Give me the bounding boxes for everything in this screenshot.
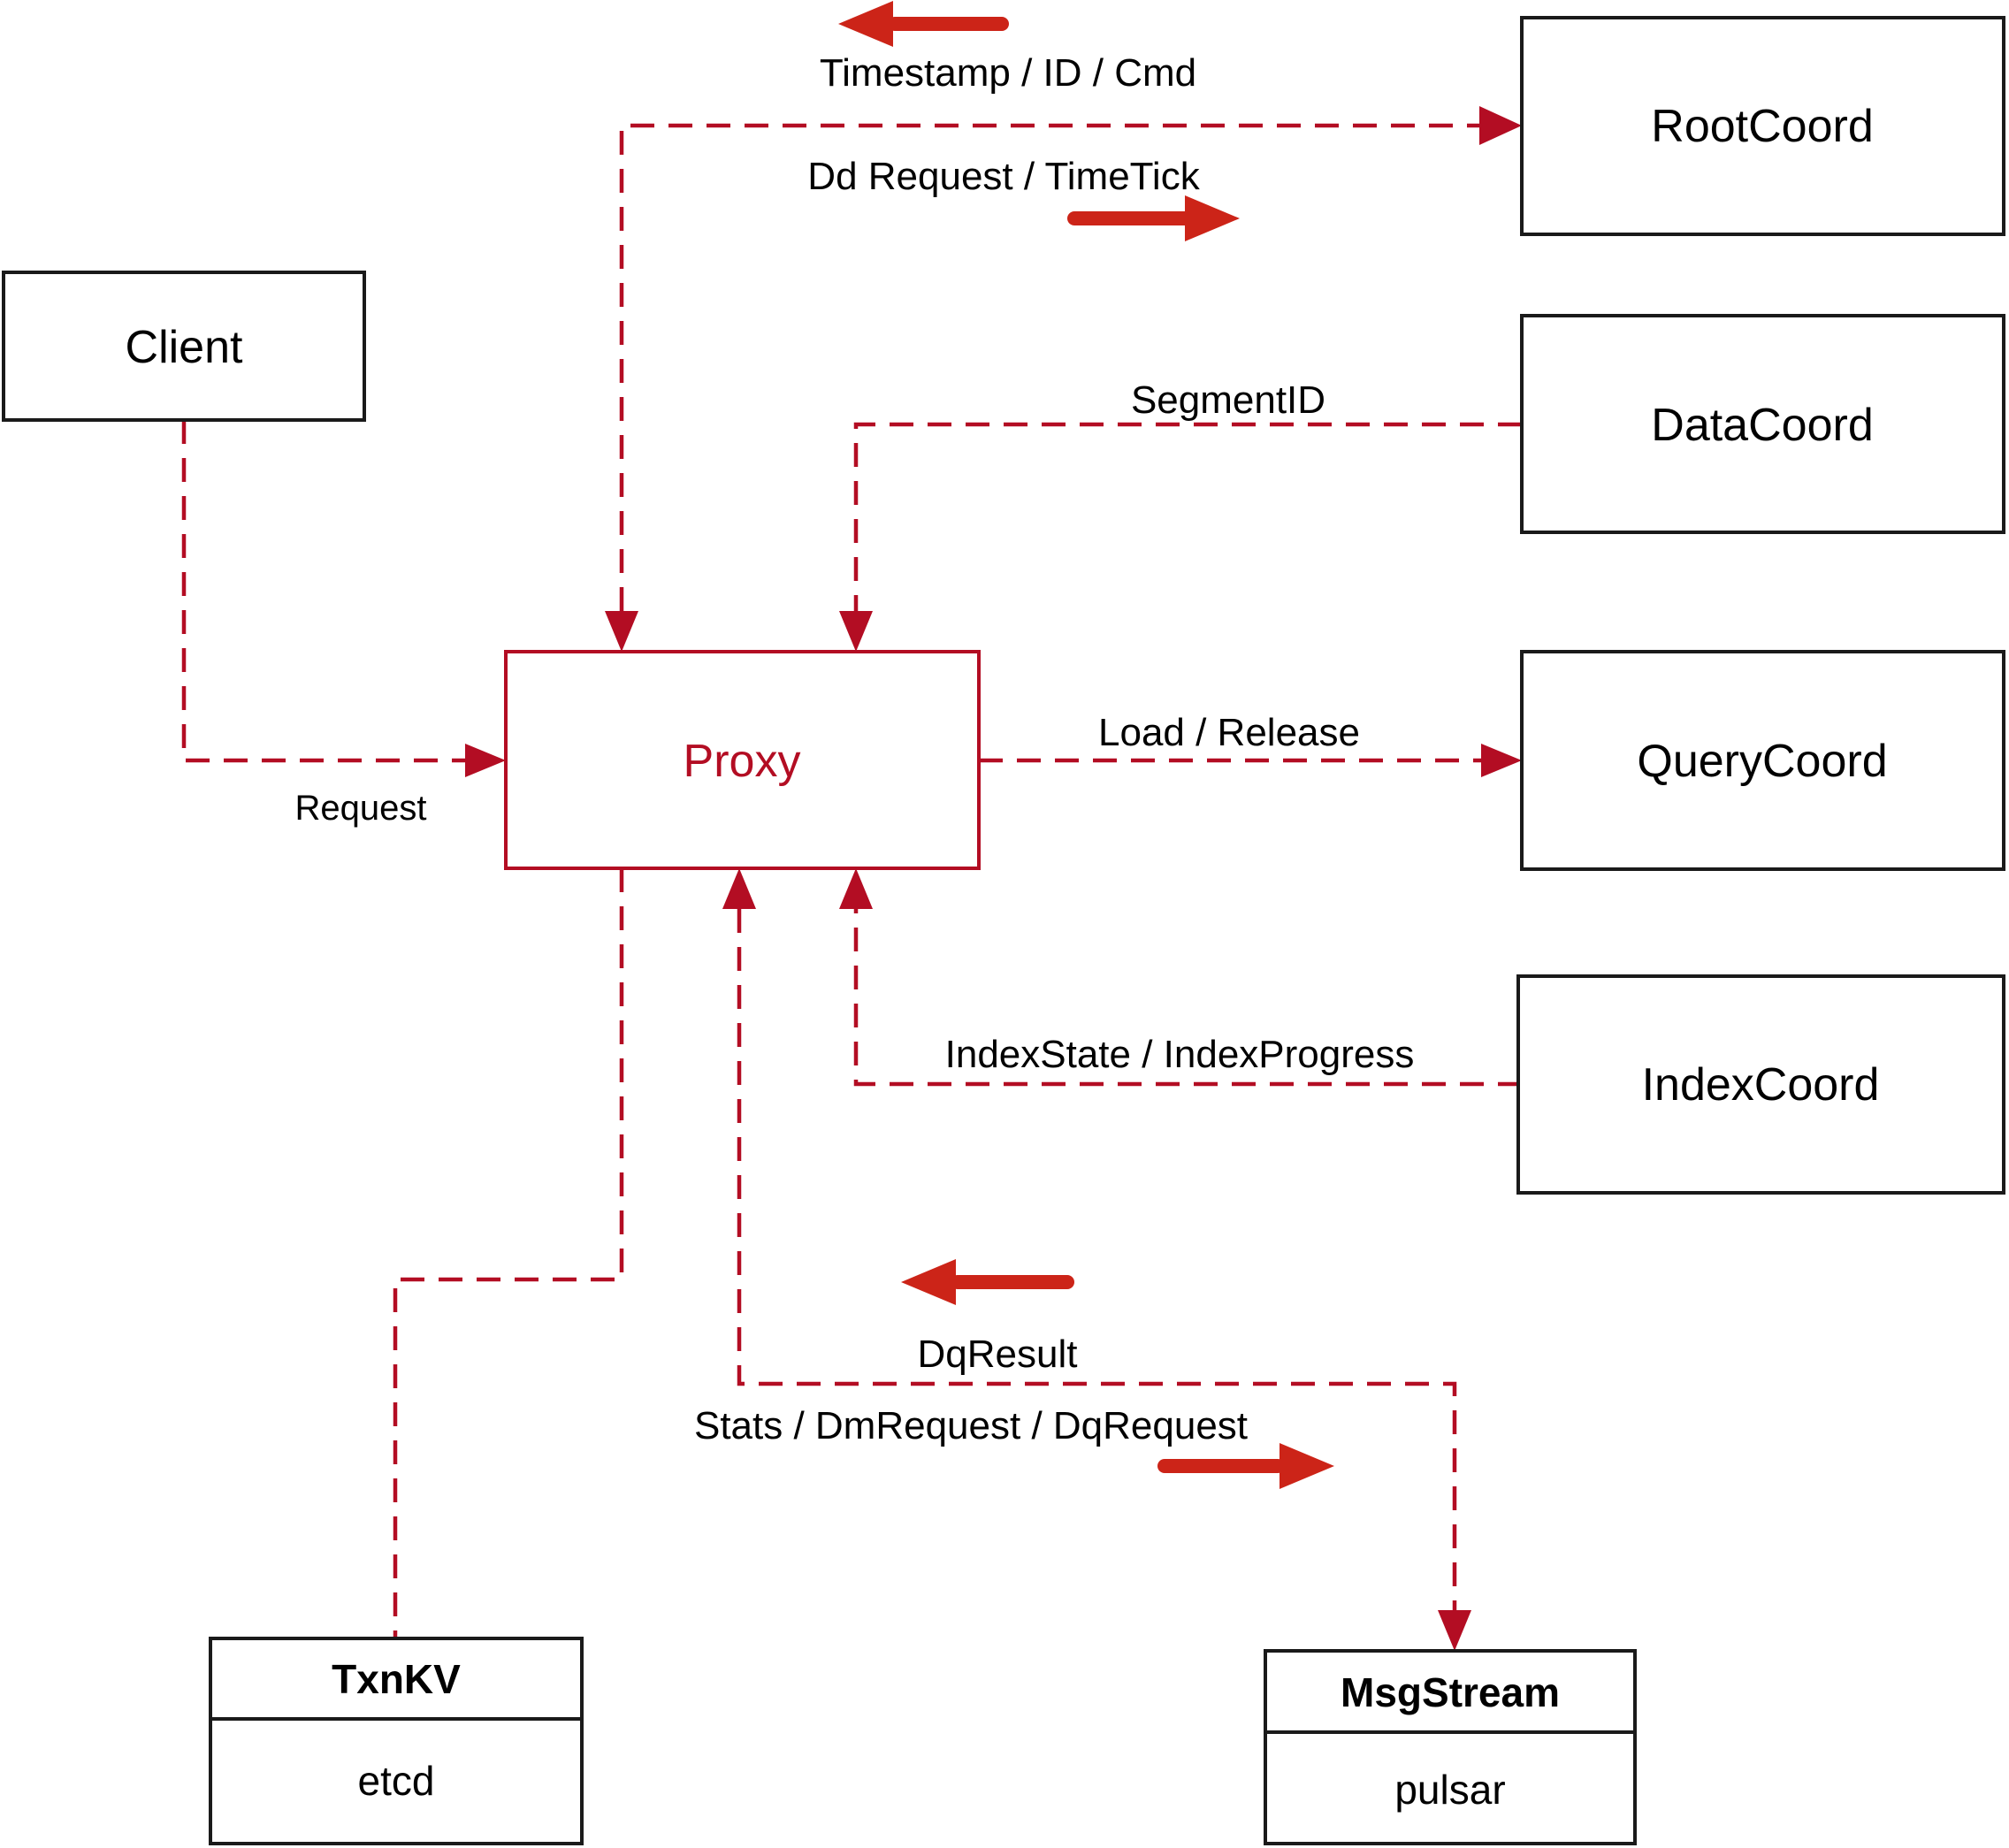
client-label: Client [126,322,243,373]
indexcoord-node [1516,974,2005,1195]
msgstream-title: MsgStream [1341,1669,1560,1715]
rootcoord-label: RootCoord [1651,101,1873,152]
arrowhead-into-proxy-bottom-right-icon [839,868,873,909]
edge-proxy-rootcoord [619,123,1481,611]
proxy-label: Proxy [684,736,801,787]
edge-proxy-msgstream [737,909,1457,1610]
msgstream-node: MsgStream pulsar [1264,1649,1637,1845]
edge-proxy-txnkv [393,868,624,1638]
label-stats-dmrequest-dqrequest: Stats / DmRequest / DqRequest [694,1404,1248,1447]
arrowhead-into-proxy-left-icon [465,744,506,777]
msgstream-subtitle: pulsar [1394,1767,1505,1813]
flow-arrow-stats-right-icon [1157,1443,1334,1489]
flow-arrow-ddrequest-right-icon [1067,195,1240,241]
msgstream-box [1264,1649,1637,1845]
label-dqresult: DqResult [918,1333,1078,1376]
arrowhead-into-querycoord-icon [1481,744,1522,777]
arrowhead-into-proxy-top-right-icon [839,611,873,652]
txnkv-subtitle: etcd [358,1758,435,1804]
datacoord-node [1520,314,2005,534]
indexcoord-label: IndexCoord [1642,1059,1880,1111]
datacoord-label: DataCoord [1651,400,1873,451]
label-indexstate-indexprogress: IndexState / IndexProgress [945,1033,1415,1076]
arrowhead-into-proxy-bottom-left-icon [722,868,756,909]
arrowhead-into-proxy-top-left-icon [605,611,638,652]
flow-arrow-dqresult-left-icon [901,1259,1074,1305]
txnkv-box [209,1637,584,1845]
label-request: Request [295,789,427,828]
label-dd-request-timetick: Dd Request / TimeTick [807,155,1200,198]
querycoord-label: QueryCoord [1637,736,1887,787]
flow-arrow-timestamp-left-icon [838,1,1009,47]
arrowhead-into-rootcoord-icon [1479,106,1522,145]
edge-client-proxy [181,420,465,763]
label-timestamp-id-cmd: Timestamp / ID / Cmd [820,51,1196,95]
rootcoord-node [1520,16,2005,236]
label-segmentid: SegmentID [1131,378,1325,422]
edge-indexcoord-proxy [853,909,1522,1087]
querycoord-node [1520,650,2005,871]
txnkv-node: TxnKV etcd [209,1637,584,1845]
arrowhead-into-msgstream-icon [1438,1610,1471,1651]
client-node [2,271,366,422]
edge-datacoord-proxy [853,422,1522,611]
label-load-release: Load / Release [1098,711,1360,754]
proxy-node [504,650,981,870]
txnkv-title: TxnKV [332,1656,461,1702]
